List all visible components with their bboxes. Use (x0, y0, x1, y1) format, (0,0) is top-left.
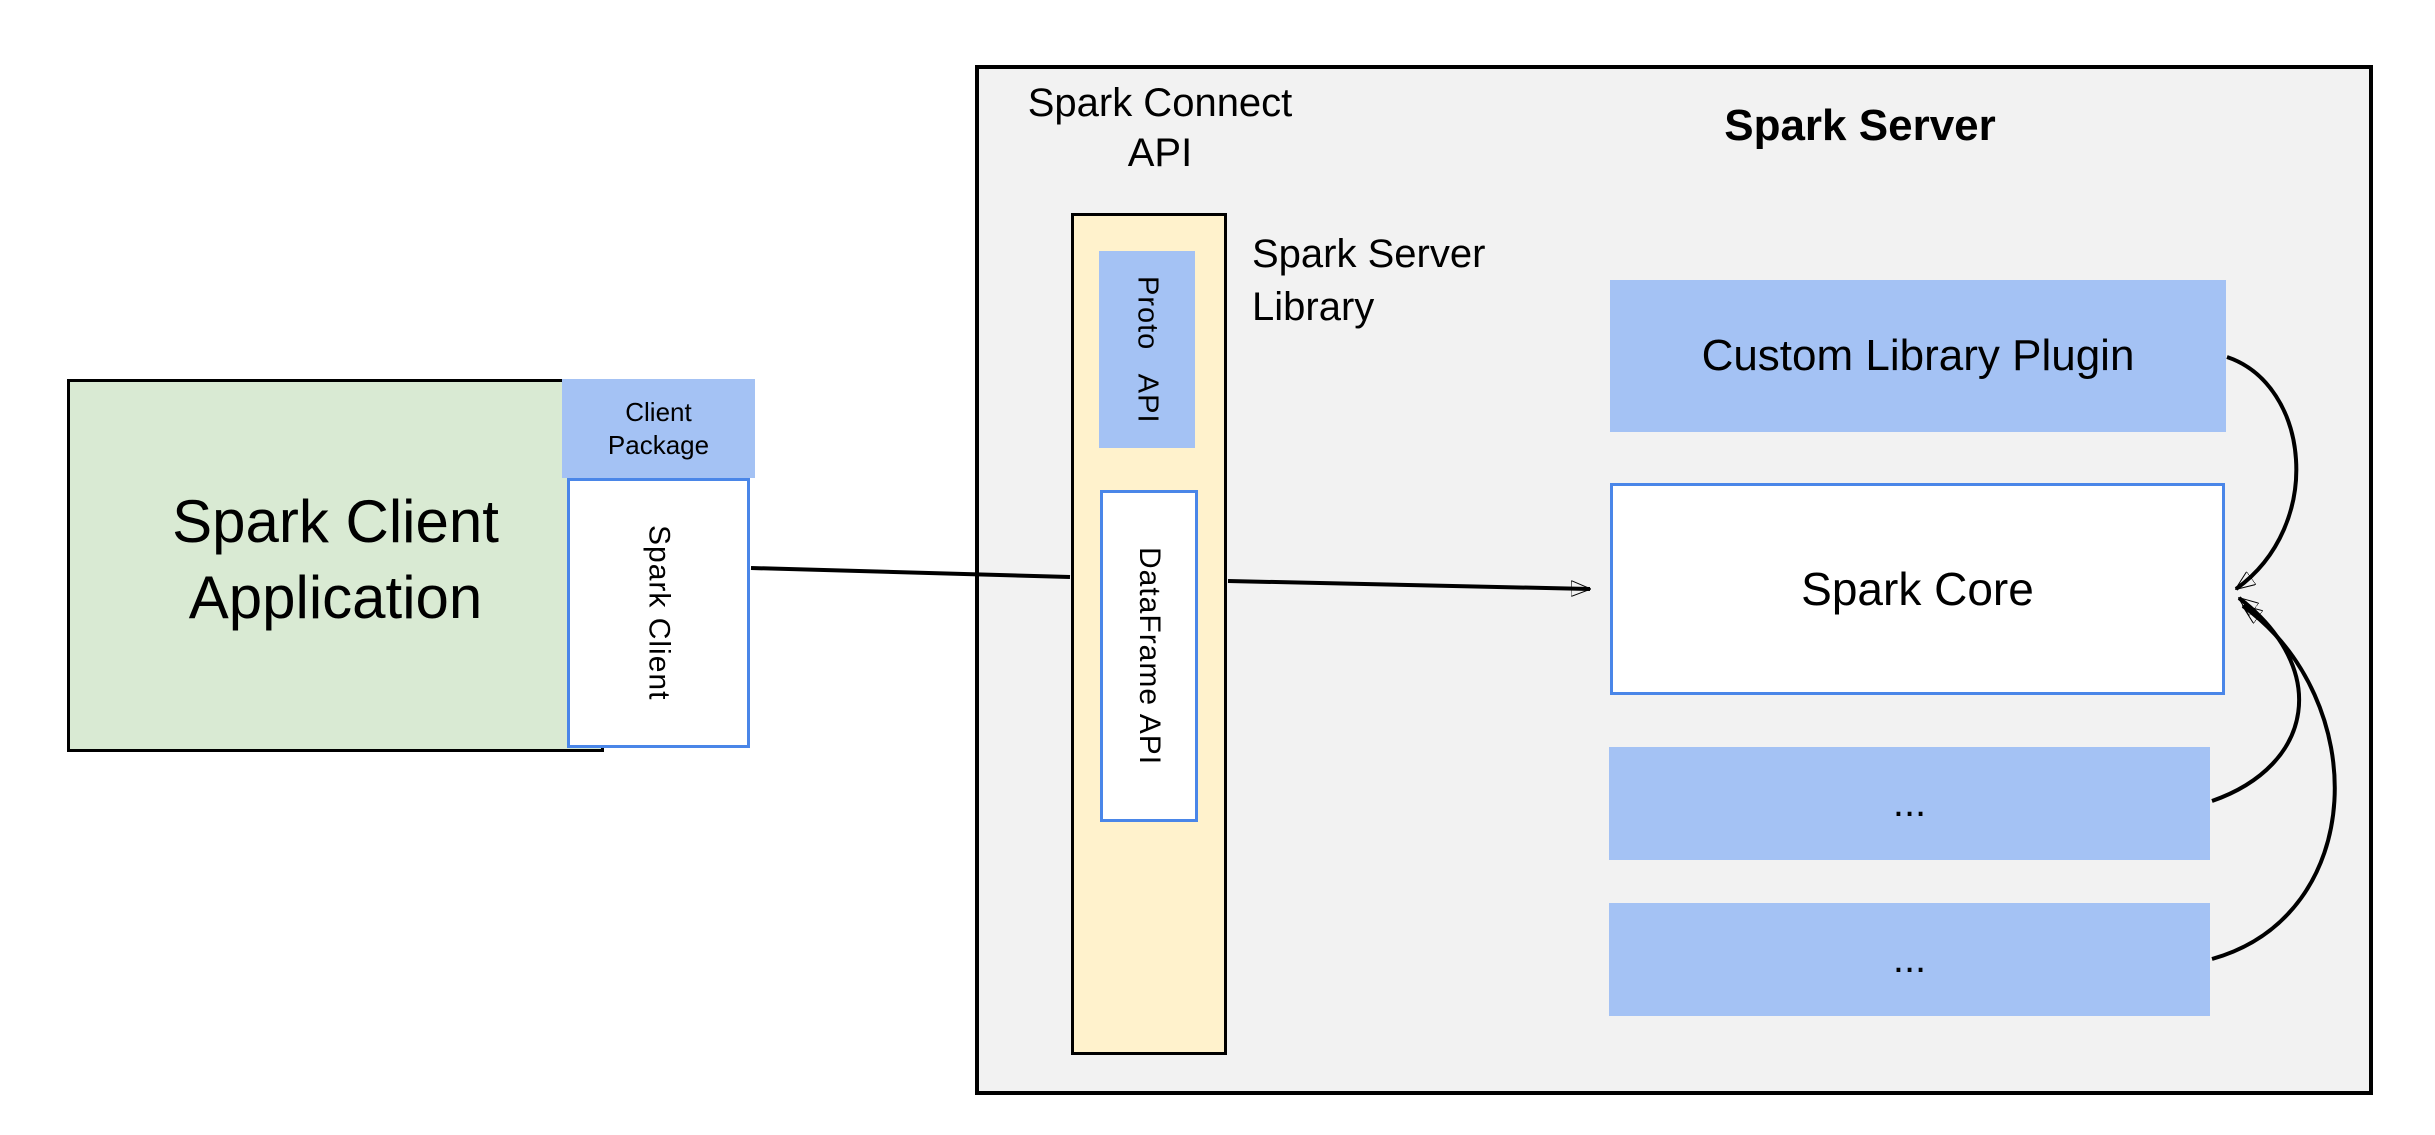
client-package-line2: Package (607, 429, 710, 460)
spark-core-box: Spark Core (1610, 483, 2225, 695)
client-package-line1: Client (625, 396, 692, 427)
spark-core-label: Spark Core (1801, 563, 2034, 615)
spark-client-label: Spark Client (642, 525, 676, 701)
proto-api-label: Proto API (1131, 275, 1164, 424)
client-package-box: Client Package (562, 379, 755, 478)
spark-connect-api-label-line1: Spark Connect (1027, 81, 1293, 125)
spark-client-application-label: Spark Client Application (67, 484, 604, 636)
spark-client-box: Spark Client (567, 478, 750, 748)
spark-server-library-line2: Library (1252, 285, 1375, 329)
spark-server-library-label: Spark Server Library (1252, 228, 1592, 334)
spark-connect-api-label: Spark Connect API (1000, 78, 1320, 178)
server-module-box-1: ... (1609, 747, 2210, 860)
spark-server-title: Spark Server (1724, 101, 1996, 150)
dataframe-api-label: DataFrame API (1133, 546, 1166, 766)
spark-client-application-line1: Spark Client (172, 488, 499, 555)
server-module-1-label: ... (1892, 781, 1927, 825)
spark-server-library-line1: Spark Server (1252, 232, 1486, 276)
custom-library-plugin-label: Custom Library Plugin (1701, 331, 2135, 380)
server-module-2-label: ... (1892, 937, 1927, 981)
client-package-label: Client Package (608, 396, 709, 462)
server-module-box-2: ... (1609, 903, 2210, 1016)
spark-client-application-line2: Application (188, 564, 483, 631)
spark-client-application-box (67, 379, 604, 752)
dataframe-api-box: DataFrame API (1100, 490, 1198, 822)
proto-api-box: Proto API (1099, 251, 1195, 448)
custom-library-plugin-box: Custom Library Plugin (1610, 280, 2226, 432)
spark-connect-api-label-line2: API (1127, 131, 1193, 175)
